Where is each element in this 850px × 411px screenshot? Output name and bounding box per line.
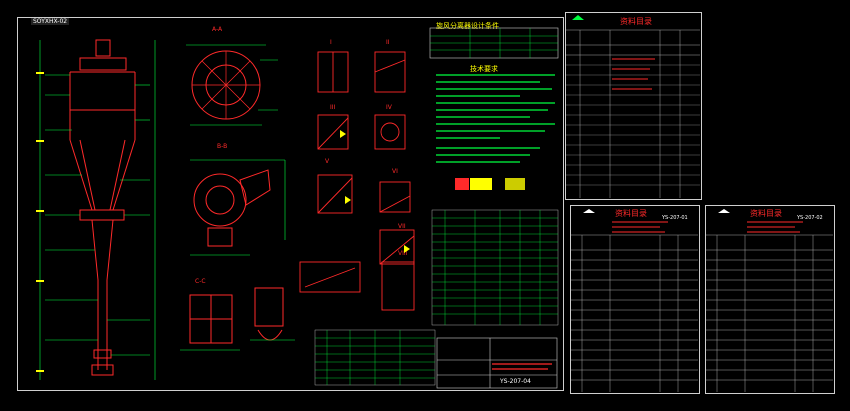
catalog-bottom-red-notes [612,221,803,233]
drawing-code-label: SOYXHX-02 [31,18,70,25]
section-b-view [190,159,286,256]
section-label-b: B-B [217,143,228,150]
section-a-view [186,44,278,126]
title-block [436,337,558,389]
catalog-top-logo [572,15,584,20]
catalog-title-top: 资料目录 [620,17,652,26]
section-label-viii: VIII [398,250,408,257]
catalog-bottom-left-table [570,234,698,392]
catalog-sheet-bottom-right [705,205,835,394]
catalog-top-table [565,29,700,198]
catalog-sheet-top [565,12,702,200]
catalog-title-bottom-right: 资料目录 [750,209,782,218]
catalog-top-rows [565,64,700,186]
title-block-red-text [492,363,552,370]
catalog-title-bottom-left: 资料目录 [615,209,647,218]
catalog-bottom-right-table [705,234,833,392]
cyclone-dimension-marks [36,72,44,372]
tech-requirements-text [436,74,555,163]
design-conditions-table [429,27,559,59]
section-label-i: I [330,39,332,46]
drawing-number-bottom: YS-207-04 [500,378,531,385]
section-label-a: A-A [212,26,223,33]
catalog-code-bottom-left: YS-207-01 [662,215,688,221]
catalog-top-red-entries [612,58,655,90]
title-table-label: 旋风分离器设计条件 [436,22,499,30]
detail-views [299,51,415,311]
section-label-vii: VII [398,223,406,230]
catalog-sheet-bottom-left [570,205,700,394]
parts-list-table [431,209,559,326]
detail-weld-marks [340,130,410,253]
color-swatches [455,178,525,190]
section-label-iii: III [330,104,336,111]
main-drawing-frame [17,17,564,391]
cyclone-body [69,39,136,376]
section-label-v: V [325,158,330,165]
section-c-view [180,287,295,351]
section-label-vi: VI [392,168,398,175]
section-label-iv: IV [386,104,392,111]
section-label-c: C-C [195,278,206,285]
tech-requirements-label: 技术要求 [470,65,498,73]
catalog-bottom-logos [583,209,730,213]
section-label-ii: II [386,39,390,46]
catalog-code-bottom-right: YS-207-02 [797,215,823,221]
lower-parts-table [314,329,436,386]
